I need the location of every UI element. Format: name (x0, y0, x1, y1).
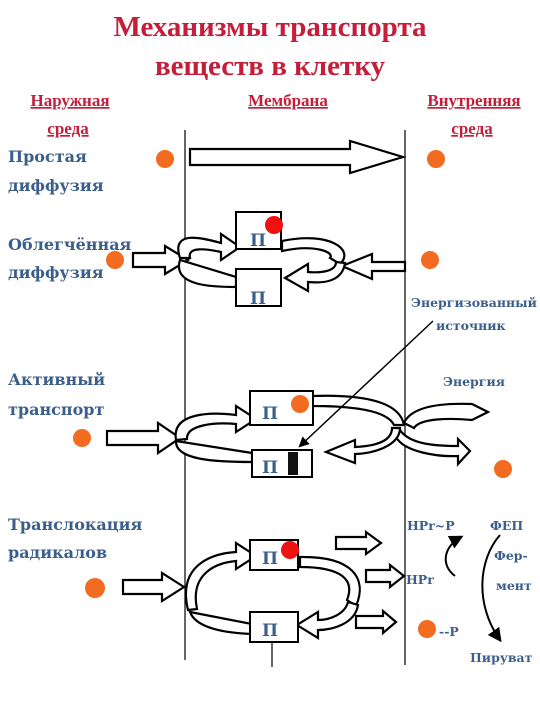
facilitated-output-arrow (339, 252, 407, 281)
translocation-label-1: Транслокация (8, 515, 142, 534)
active-cycle-left-loop (174, 439, 254, 464)
substance-inner-simple (427, 150, 445, 168)
carrier-box-translocation-bottom (249, 611, 299, 643)
carrier-label-facilitated-top: П (250, 231, 266, 251)
facilitated-diffusion-label-2: диффузия (8, 263, 104, 282)
phosphate-group-label: --P (439, 624, 459, 639)
translocation-cycle-right-loop (298, 555, 361, 608)
substance-outer-facilitated (106, 251, 124, 269)
substance-inner-facilitated (421, 251, 439, 269)
translocation-cycle-upper-arrow (184, 540, 259, 612)
carrier-box-facilitated-bottom (235, 268, 282, 307)
carrier-cycle-right-loop (280, 237, 346, 266)
header-membrane: Мембрана (248, 91, 328, 110)
enzyme-label-1: Фер- (494, 548, 528, 563)
facilitated-input-arrow (131, 244, 191, 276)
phosphate-arrow-1 (334, 529, 383, 557)
simple-diffusion-label-1: Простая (8, 147, 87, 166)
phosphate-arrow-3 (354, 608, 398, 636)
active-cycle-upper-arrow (174, 403, 259, 442)
carrier-cycle-upper-arrow (177, 231, 242, 263)
active-cycle-lower-arrow (323, 426, 402, 465)
translocation-cycle-lower-arrow (294, 600, 360, 640)
header-outer-line-2: среда (47, 119, 89, 138)
bound-substance-facilitated (265, 216, 283, 234)
energy-block (288, 452, 298, 475)
translocation-input-arrow (121, 570, 187, 604)
substance-inner-translocation (418, 620, 436, 638)
translocation-cycle-left-loop (188, 610, 254, 636)
energized-source-label-1: Энергизованный (411, 295, 537, 310)
energy-label: Энергия (443, 374, 505, 389)
phosphate-arrow-2 (364, 562, 406, 590)
fep-label: ФЕП (490, 518, 523, 533)
translocation-label-2: радикалов (8, 543, 107, 562)
enzyme-label-2: мент (496, 578, 532, 593)
hpr-p-label: HPr~P (407, 518, 455, 533)
title-line-2: веществ в клетку (155, 50, 386, 82)
hpr-label: HPr (406, 572, 434, 587)
carrier-label-translocation-top: П (262, 549, 278, 569)
active-input-arrow (105, 420, 182, 456)
active-transport-label-2: транспорт (8, 400, 104, 419)
substance-outer-active (73, 429, 91, 447)
bound-substance-translocation (281, 541, 299, 559)
hpr-phosphorylation-arrow (444, 535, 464, 577)
substance-outer-simple (156, 150, 174, 168)
carrier-cycle-lower-arrow (282, 260, 347, 293)
header-inner-line-1: Внутренняя (427, 91, 520, 110)
carrier-label-facilitated-bottom: П (250, 289, 266, 309)
bound-substance-active (291, 395, 309, 413)
carrier-label-translocation-bottom: П (262, 621, 278, 641)
energy-input-arrow (402, 402, 491, 430)
substance-outer-translocation (85, 578, 105, 598)
carrier-label-active-top: П (262, 404, 278, 424)
title-line-1: Механизмы транспорта (113, 11, 427, 43)
carrier-label-active-bottom: П (262, 458, 278, 478)
simple-diffusion-label-2: диффузия (8, 176, 104, 195)
substance-inner-active (494, 460, 512, 478)
header-outer-line-1: Наружная (30, 91, 109, 110)
energy-transfer-arrow (298, 320, 434, 448)
fep-to-pyruvate-arrow (481, 534, 502, 643)
carrier-cycle-left-loop (177, 258, 238, 289)
active-transport-label-1: Активный (8, 370, 105, 389)
diffusion-arrow (188, 139, 407, 175)
carrier-box-active-bottom (251, 449, 313, 478)
pyruvate-label: Пируват (470, 650, 533, 665)
active-output-arrow (394, 427, 472, 467)
energized-source-label-2: источник (436, 318, 506, 333)
facilitated-diffusion-label-1: Облегчённая (8, 235, 132, 254)
active-cycle-right-loop (310, 394, 406, 427)
header-inner-line-2: среда (451, 119, 493, 138)
